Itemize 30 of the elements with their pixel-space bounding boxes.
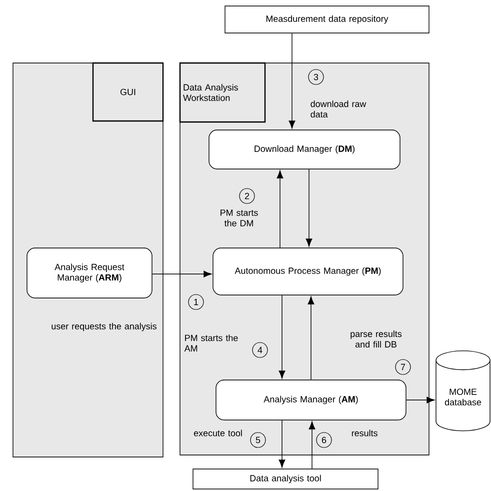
step-number: 1: [188, 294, 204, 310]
arrow: [288, 33, 296, 129]
arrow: [276, 170, 284, 248]
database-cylinder: MOME database: [436, 350, 490, 432]
edge-label: PM starts the DM: [220, 210, 258, 226]
arrow: [308, 421, 316, 469]
arrow: [308, 296, 314, 380]
arrow: [152, 270, 212, 278]
process-box: Analysis Request Manager (ARM): [26, 248, 152, 298]
edge-label: PM starts the AM: [184, 334, 238, 352]
step-number: 6: [316, 432, 332, 448]
process-box: Analysis Manager (AM): [216, 380, 406, 420]
system-box: Data analysis tool: [192, 468, 378, 490]
edge-label: parse results and fill DB: [350, 330, 402, 348]
edge-label: download raw data: [310, 100, 366, 118]
system-box: Measdurement data repository: [224, 6, 430, 34]
arrow: [278, 420, 286, 468]
arrow: [278, 295, 286, 379]
edge-label: results: [352, 430, 378, 436]
step-number: 5: [250, 432, 266, 448]
process-box: Autonomous Process Manager (PM): [212, 248, 404, 296]
step-number: 2: [239, 188, 255, 204]
edge-label: execute tool: [194, 430, 242, 436]
step-number: 7: [395, 359, 411, 375]
step-number: 3: [308, 69, 324, 85]
process-box: Download Manager (DM): [208, 130, 400, 170]
step-number: 4: [252, 342, 268, 358]
arrow: [406, 396, 435, 404]
arrow: [306, 169, 312, 247]
step-note: user requests the analysis: [52, 322, 156, 332]
